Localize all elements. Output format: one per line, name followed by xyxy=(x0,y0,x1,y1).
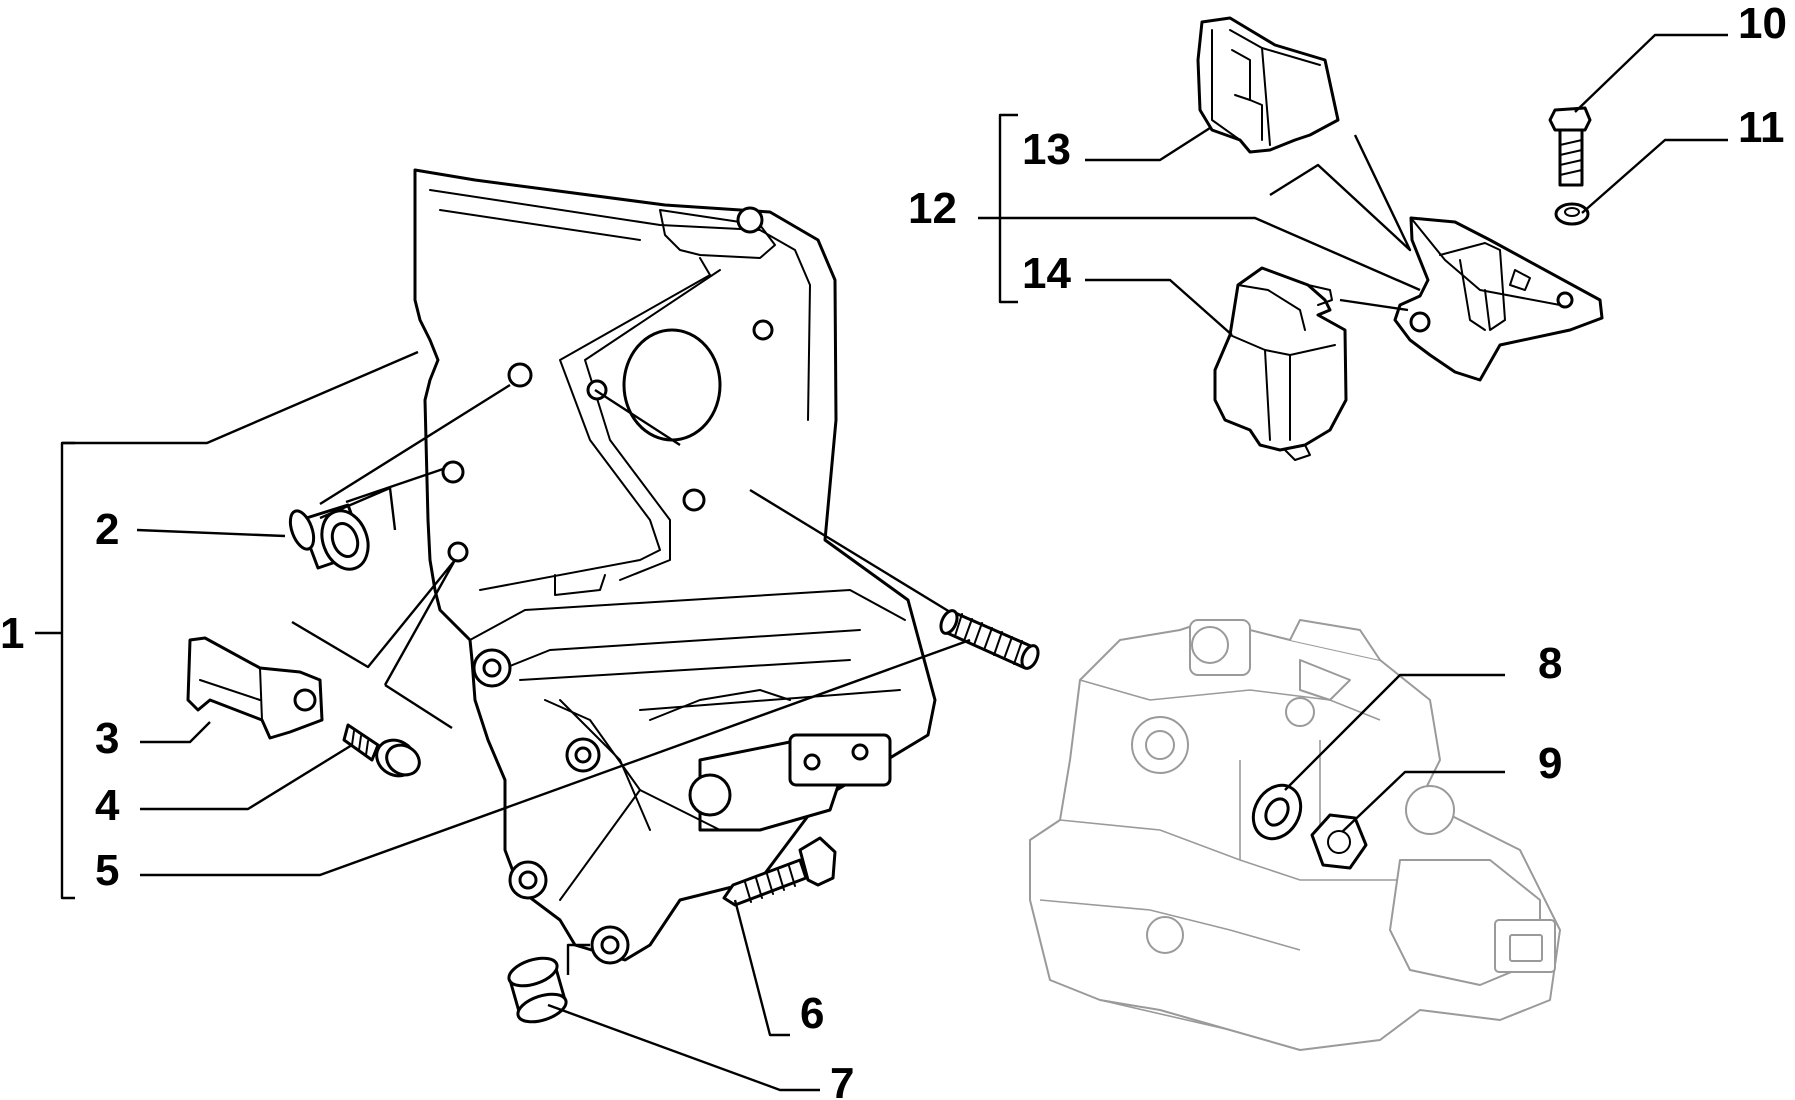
callout-9: 9 xyxy=(1538,739,1562,788)
callout-6: 6 xyxy=(800,989,824,1038)
part-5-stud xyxy=(939,609,1040,670)
callout-11: 11 xyxy=(1738,103,1785,152)
callout-14: 14 xyxy=(1022,249,1071,298)
leader-2 xyxy=(136,528,286,538)
callout-2: 2 xyxy=(95,505,119,554)
callout-7: 7 xyxy=(830,1059,854,1100)
leader-8 xyxy=(1284,673,1505,791)
part-14-cover xyxy=(1213,266,1348,461)
leader-9 xyxy=(1341,770,1505,833)
leader-13 xyxy=(1085,126,1211,162)
callout-12: 12 xyxy=(908,184,957,233)
engine-pump-ghost xyxy=(1029,619,1561,1051)
part-4-bolt xyxy=(342,723,421,778)
leader-6 xyxy=(733,899,790,1037)
leader-7-pin xyxy=(566,943,590,975)
callout-10: 10 xyxy=(1738,0,1787,48)
leader-12 xyxy=(978,216,1421,292)
leader-1-bracket xyxy=(60,441,75,900)
leader-3-to-hole xyxy=(291,559,457,730)
leader-5-stud xyxy=(749,488,951,614)
leader-12-tab xyxy=(1269,134,1412,252)
part-11-washer xyxy=(1554,202,1590,226)
leader-lines xyxy=(35,33,1728,1092)
leader-12-to-cover xyxy=(1339,298,1409,312)
callout-4: 4 xyxy=(95,781,120,830)
callout-13: 13 xyxy=(1022,125,1071,174)
leader-4 xyxy=(140,743,353,811)
callout-8: 8 xyxy=(1538,639,1562,688)
leader-14 xyxy=(1085,278,1233,336)
part-12-bracket xyxy=(1393,216,1604,382)
part-9-nut xyxy=(1310,813,1368,870)
leader-12-bracket xyxy=(998,113,1018,304)
leader-3 xyxy=(140,721,211,744)
leader-5 xyxy=(140,638,971,877)
callout-3: 3 xyxy=(95,714,119,763)
part-2-bushing xyxy=(288,503,370,571)
leader-11 xyxy=(1581,138,1728,214)
part-6-screw xyxy=(722,836,837,907)
leader-5-hole xyxy=(594,388,681,447)
leader-1-to-part xyxy=(62,350,419,445)
part-13-cover xyxy=(1196,16,1340,154)
leader-10 xyxy=(1574,33,1728,113)
part-8-washer xyxy=(1251,783,1303,841)
callout-5: 5 xyxy=(95,846,119,895)
leader-7 xyxy=(547,1003,820,1092)
part-3-bracket xyxy=(186,636,324,740)
part-7-sleeve xyxy=(507,956,568,1024)
main-bracket xyxy=(413,168,937,965)
callout-1: 1 xyxy=(0,609,24,658)
leader-2-to-holes xyxy=(319,383,511,531)
part-10-bolt xyxy=(1548,106,1592,187)
